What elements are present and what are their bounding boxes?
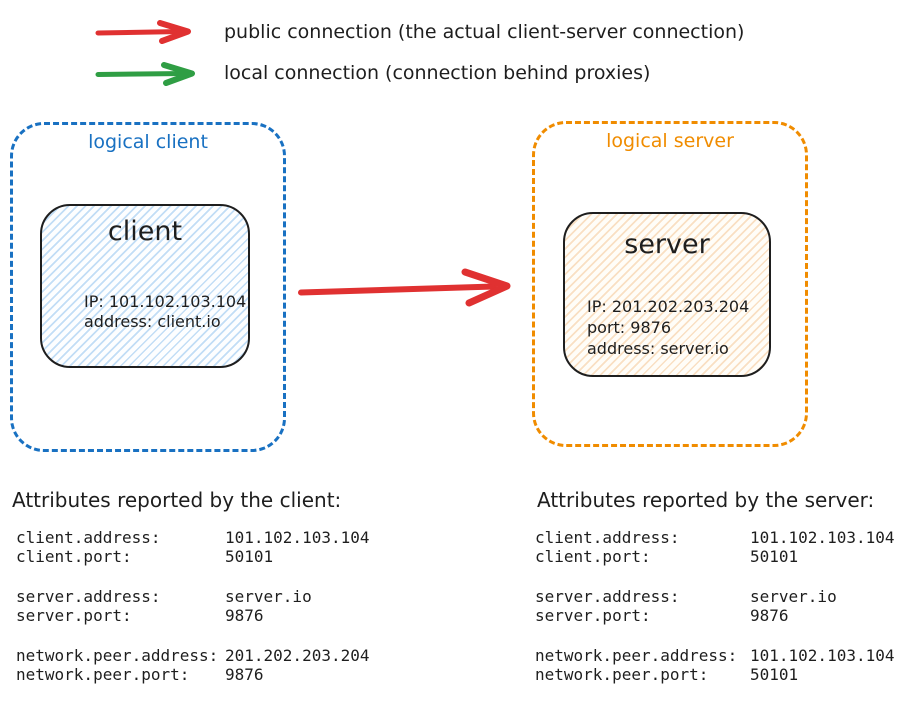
client-address-line: address: client.io <box>84 312 221 331</box>
attribute-name: client.address: <box>535 528 680 547</box>
attribute-row: client.address: 101.102.103.104 <box>535 528 895 547</box>
arrow-head <box>461 268 511 307</box>
attribute-row: network.peer.address: 101.102.103.104 <box>535 646 895 665</box>
arrow-head <box>157 20 191 44</box>
arrow-shaft <box>95 29 185 36</box>
server-address-line: address: server.io <box>587 339 729 358</box>
client-node-title: client <box>107 216 183 247</box>
server-ip-line: IP: 201.202.203.204 <box>587 297 750 316</box>
attribute-row: network.peer.address: 201.202.203.204 <box>16 646 370 665</box>
public-connection-arrow-icon <box>95 20 191 44</box>
server-port-line: port: 9876 <box>587 318 671 337</box>
attribute-name: network.peer.address: <box>16 646 219 665</box>
attribute-row: network.peer.port: 50101 <box>535 665 895 684</box>
server-attributes-heading: Attributes reported by the server: <box>537 488 875 512</box>
client-to-server-arrow-icon <box>298 268 511 307</box>
logical-server-label: logical server <box>606 130 734 152</box>
client-attributes-heading: Attributes reported by the client: <box>12 488 342 512</box>
arrow-shaft <box>95 71 189 77</box>
attribute-value: 101.102.103.104 <box>750 646 895 665</box>
attribute-name: server.address: <box>16 587 161 606</box>
attribute-value: 50101 <box>750 665 799 684</box>
legend-label-public-connection: public connection (the actual client-ser… <box>224 21 745 43</box>
client-attributes-section: client.address: 101.102.103.104 client.p… <box>16 528 370 705</box>
server-attributes-section: client.address: 101.102.103.104 client.p… <box>535 528 895 705</box>
attribute-group: server.address: server.io server.port: 9… <box>16 587 370 625</box>
attribute-row: client.address: 101.102.103.104 <box>16 528 370 547</box>
attribute-name: network.peer.port: <box>16 665 190 684</box>
attribute-group: client.address: 101.102.103.104 client.p… <box>16 528 370 566</box>
attribute-value: server.io <box>750 587 837 606</box>
attribute-value: 101.102.103.104 <box>750 528 895 547</box>
attribute-value: 101.102.103.104 <box>225 528 370 547</box>
attribute-name: network.peer.address: <box>535 646 738 665</box>
attribute-group: server.address: server.io server.port: 9… <box>535 587 895 625</box>
client-ip-line: IP: 101.102.103.104 <box>84 292 247 311</box>
attribute-row: server.port: 9876 <box>16 606 370 625</box>
attribute-row: server.address: server.io <box>16 587 370 606</box>
logical-client-boundary: logical client <box>10 122 286 452</box>
attribute-name: client.address: <box>16 528 161 547</box>
attribute-name: server.address: <box>535 587 680 606</box>
attribute-row: server.port: 9876 <box>535 606 895 625</box>
attribute-row: client.port: 50101 <box>535 547 895 566</box>
attribute-value: 9876 <box>750 606 789 625</box>
legend-label-local-connection: local connection (connection behind prox… <box>224 62 651 84</box>
attribute-group: network.peer.address: 101.102.103.104 ne… <box>535 646 895 684</box>
server-node-title: server <box>624 229 710 260</box>
attribute-row: server.address: server.io <box>535 587 895 606</box>
attribute-row: network.peer.port: 9876 <box>16 665 370 684</box>
server-node: server IP: 201.202.203.204 port: 9876 ad… <box>563 212 771 377</box>
attribute-name: server.port: <box>16 606 132 625</box>
attribute-value: 9876 <box>225 606 264 625</box>
attribute-row: client.port: 50101 <box>16 547 370 566</box>
attribute-value: 50101 <box>750 547 799 566</box>
attribute-value: 50101 <box>225 547 274 566</box>
attribute-value: 9876 <box>225 665 264 684</box>
attribute-name: server.port: <box>535 606 651 625</box>
attribute-name: client.port: <box>16 547 132 566</box>
attribute-name: client.port: <box>535 547 651 566</box>
logical-server-boundary: logical server <box>532 121 808 447</box>
attribute-value: server.io <box>225 587 312 606</box>
local-connection-arrow-icon <box>95 62 195 86</box>
attribute-value: 201.202.203.204 <box>225 646 370 665</box>
logical-client-label: logical client <box>88 131 208 153</box>
client-node: client IP: 101.102.103.104 address: clie… <box>40 204 250 368</box>
client-node-details: IP: 101.102.103.104 address: client.io <box>84 292 246 332</box>
attribute-group: client.address: 101.102.103.104 client.p… <box>535 528 895 566</box>
attribute-name: network.peer.port: <box>535 665 709 684</box>
arrow-head <box>161 62 195 86</box>
server-node-details: IP: 201.202.203.204 port: 9876 address: … <box>587 296 749 359</box>
attribute-group: network.peer.address: 201.202.203.204 ne… <box>16 646 370 684</box>
arrow-shaft <box>298 283 497 296</box>
